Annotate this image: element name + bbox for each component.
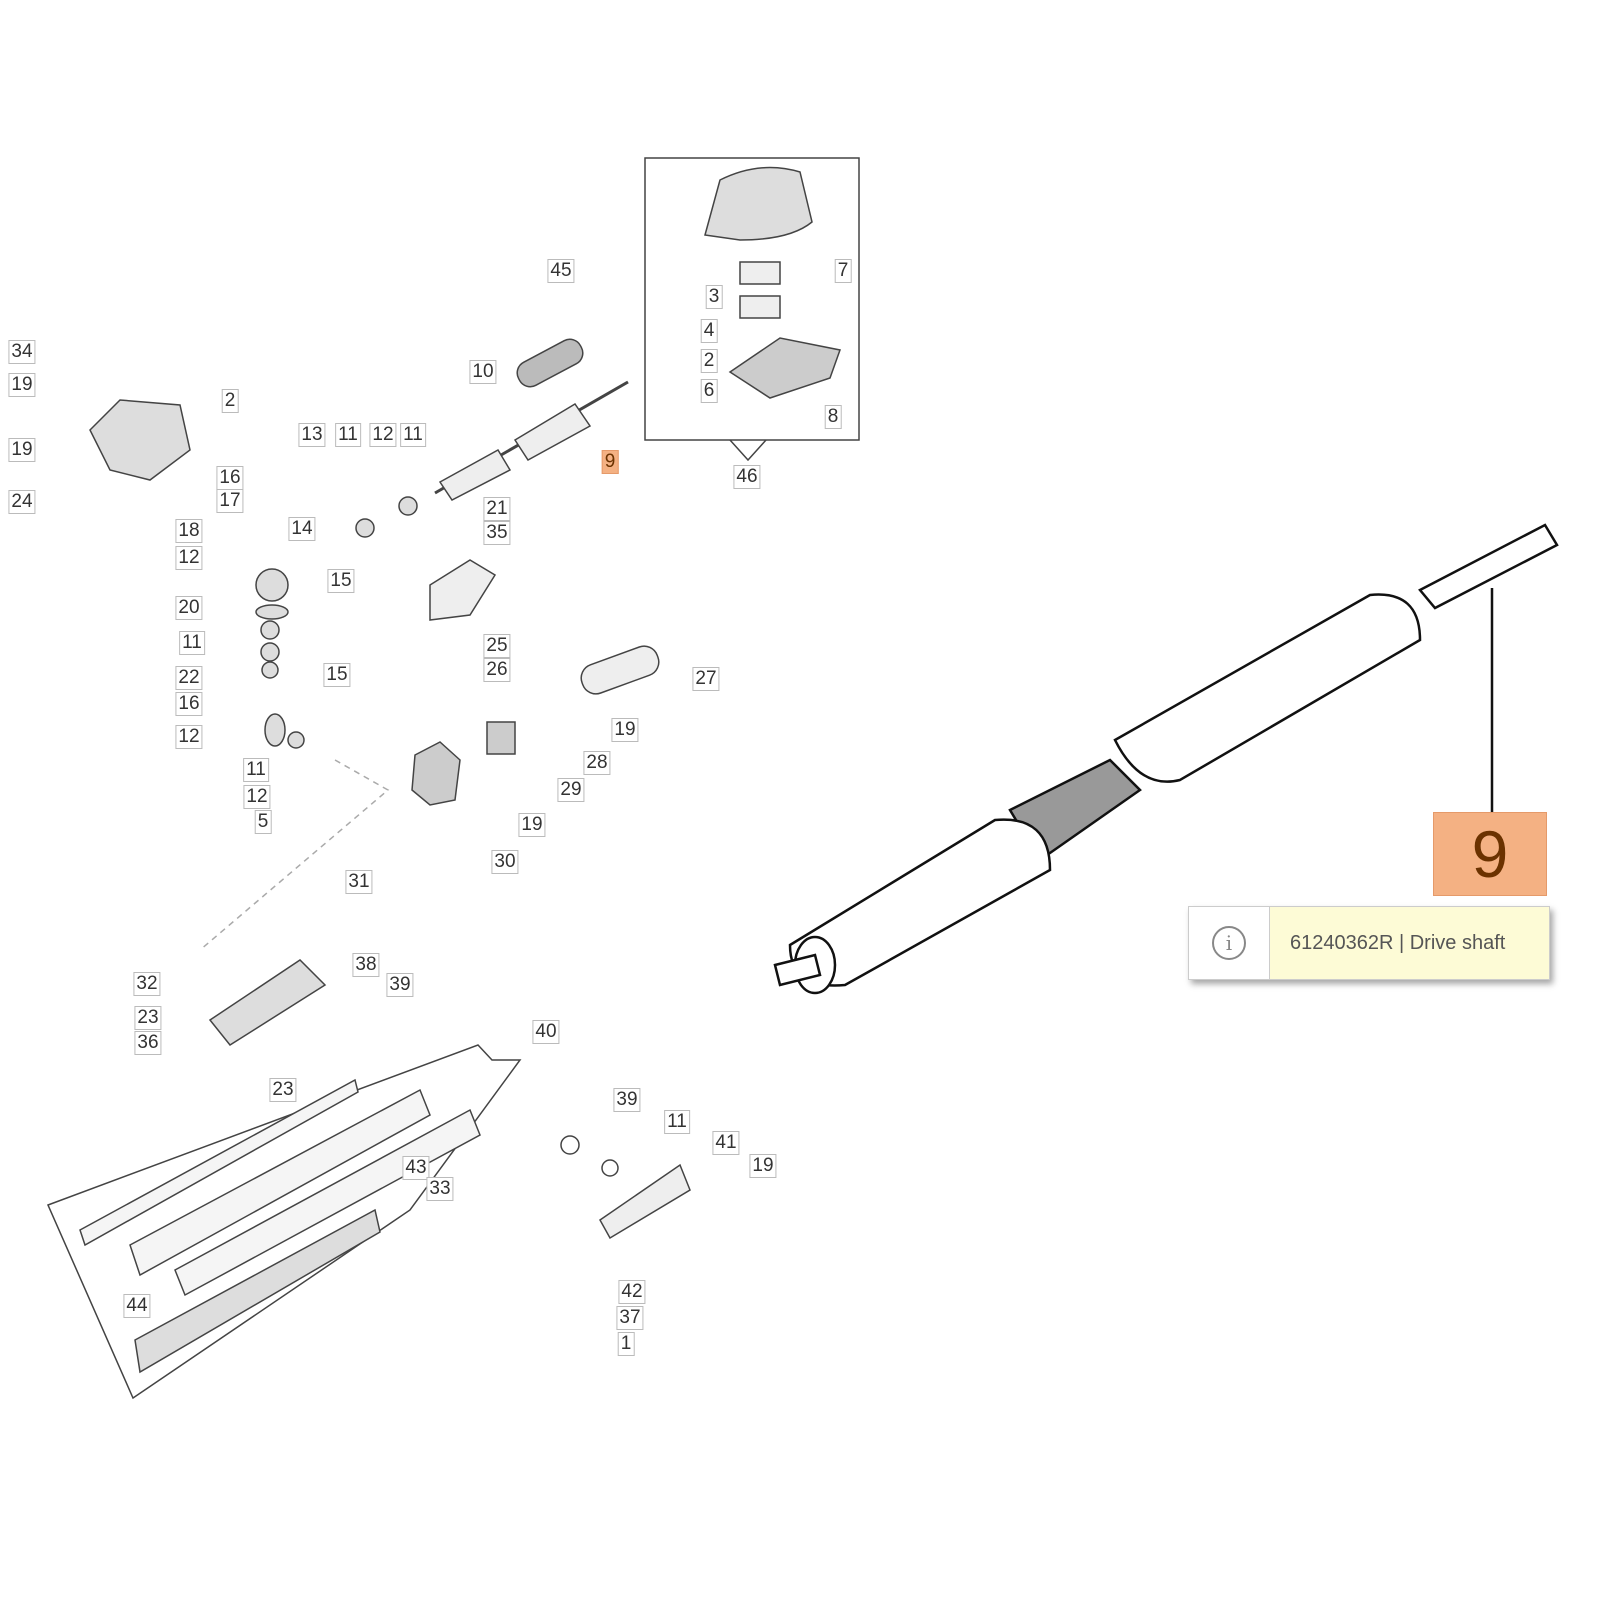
callout-11[interactable]: 11 [243, 758, 269, 782]
callout-12[interactable]: 12 [243, 785, 271, 809]
callout-30[interactable]: 30 [491, 850, 519, 874]
gear-housing-24 [89, 399, 191, 481]
callout-19[interactable]: 19 [518, 813, 546, 837]
callout-9[interactable]: 9 [601, 450, 619, 474]
info-icon: i [1212, 926, 1246, 960]
callout-35[interactable]: 35 [483, 521, 511, 545]
drive-shaft-small [434, 380, 629, 501]
callout-18[interactable]: 18 [175, 519, 203, 543]
callout-10[interactable]: 10 [469, 360, 497, 384]
callout-38[interactable]: 38 [352, 953, 380, 977]
callout-41[interactable]: 41 [712, 1131, 740, 1155]
gear-housing-31 [411, 741, 461, 806]
cover-41 [599, 1163, 691, 1240]
callout-12[interactable]: 12 [175, 725, 203, 749]
callout-4[interactable]: 4 [700, 319, 718, 343]
handle-top-part [704, 166, 813, 241]
callout-2[interactable]: 2 [221, 389, 239, 413]
selected-part-callout[interactable]: 9 [1433, 812, 1547, 896]
blade-housing [208, 959, 327, 1046]
callout-1[interactable]: 1 [617, 1332, 635, 1356]
callout-15[interactable]: 15 [327, 569, 355, 593]
callout-40[interactable]: 40 [532, 1020, 560, 1044]
callout-24[interactable]: 24 [8, 490, 36, 514]
callout-36[interactable]: 36 [134, 1031, 162, 1055]
callout-32[interactable]: 32 [133, 972, 161, 996]
handle-27 [580, 645, 660, 695]
callout-29[interactable]: 29 [557, 778, 585, 802]
bearing-11 [601, 1159, 619, 1177]
group-box-46 [644, 157, 860, 441]
callout-23[interactable]: 23 [269, 1078, 297, 1102]
hedge-blade [79, 1078, 481, 1374]
callout-19[interactable]: 19 [8, 438, 36, 462]
grip-45 [516, 338, 584, 388]
callout-11[interactable]: 11 [400, 423, 426, 447]
callout-8[interactable]: 8 [824, 405, 842, 429]
callout-19[interactable]: 19 [749, 1154, 777, 1178]
housing-cover [429, 559, 497, 621]
callout-42[interactable]: 42 [618, 1280, 646, 1304]
part-tooltip: i 61240362R | Drive shaft [1188, 906, 1550, 980]
callout-15[interactable]: 15 [323, 663, 351, 687]
callout-16[interactable]: 16 [216, 466, 244, 490]
dashed-guide [199, 759, 390, 951]
handle-bottom-part [728, 337, 841, 399]
callout-3[interactable]: 3 [705, 285, 723, 309]
callout-22[interactable]: 22 [175, 666, 203, 690]
gear-stack [255, 496, 418, 749]
callout-2[interactable]: 2 [700, 349, 718, 373]
group-box-46-pointer [729, 439, 767, 462]
callout-17[interactable]: 17 [216, 489, 244, 513]
callout-31[interactable]: 31 [345, 870, 373, 894]
callout-23[interactable]: 23 [134, 1006, 162, 1030]
blade-group-40 [46, 1044, 522, 1400]
callout-19[interactable]: 19 [8, 373, 36, 397]
tooltip-text: 61240362R | Drive shaft [1270, 907, 1549, 979]
callout-46[interactable]: 46 [733, 465, 761, 489]
callout-33[interactable]: 33 [426, 1177, 454, 1201]
callout-39[interactable]: 39 [386, 973, 414, 997]
callout-5[interactable]: 5 [254, 810, 272, 834]
callout-11[interactable]: 11 [664, 1110, 690, 1134]
callout-39[interactable]: 39 [613, 1088, 641, 1112]
callout-14[interactable]: 14 [288, 517, 316, 541]
callout-21[interactable]: 21 [483, 497, 511, 521]
callout-43[interactable]: 43 [402, 1156, 430, 1180]
callout-6[interactable]: 6 [700, 379, 718, 403]
callout-25[interactable]: 25 [483, 634, 511, 658]
callout-26[interactable]: 26 [483, 658, 511, 682]
callout-37[interactable]: 37 [616, 1306, 644, 1330]
callout-20[interactable]: 20 [175, 596, 203, 620]
callout-13[interactable]: 13 [298, 423, 326, 447]
callout-19[interactable]: 19 [611, 718, 639, 742]
washer-39 [560, 1135, 580, 1155]
clamp-part [739, 261, 781, 285]
info-icon-cell: i [1189, 907, 1270, 979]
callout-11[interactable]: 11 [335, 423, 361, 447]
callout-12[interactable]: 12 [175, 546, 203, 570]
callout-16[interactable]: 16 [175, 692, 203, 716]
callout-34[interactable]: 34 [8, 340, 36, 364]
clamp-part [739, 295, 781, 319]
callout-27[interactable]: 27 [692, 667, 720, 691]
spring-29 [486, 721, 516, 755]
callout-28[interactable]: 28 [583, 751, 611, 775]
callout-44[interactable]: 44 [123, 1294, 151, 1318]
callout-45[interactable]: 45 [547, 259, 575, 283]
drive-shaft-large [773, 523, 1559, 995]
callout-12[interactable]: 12 [369, 423, 397, 447]
callout-7[interactable]: 7 [834, 259, 852, 283]
callout-11[interactable]: 11 [179, 631, 205, 655]
